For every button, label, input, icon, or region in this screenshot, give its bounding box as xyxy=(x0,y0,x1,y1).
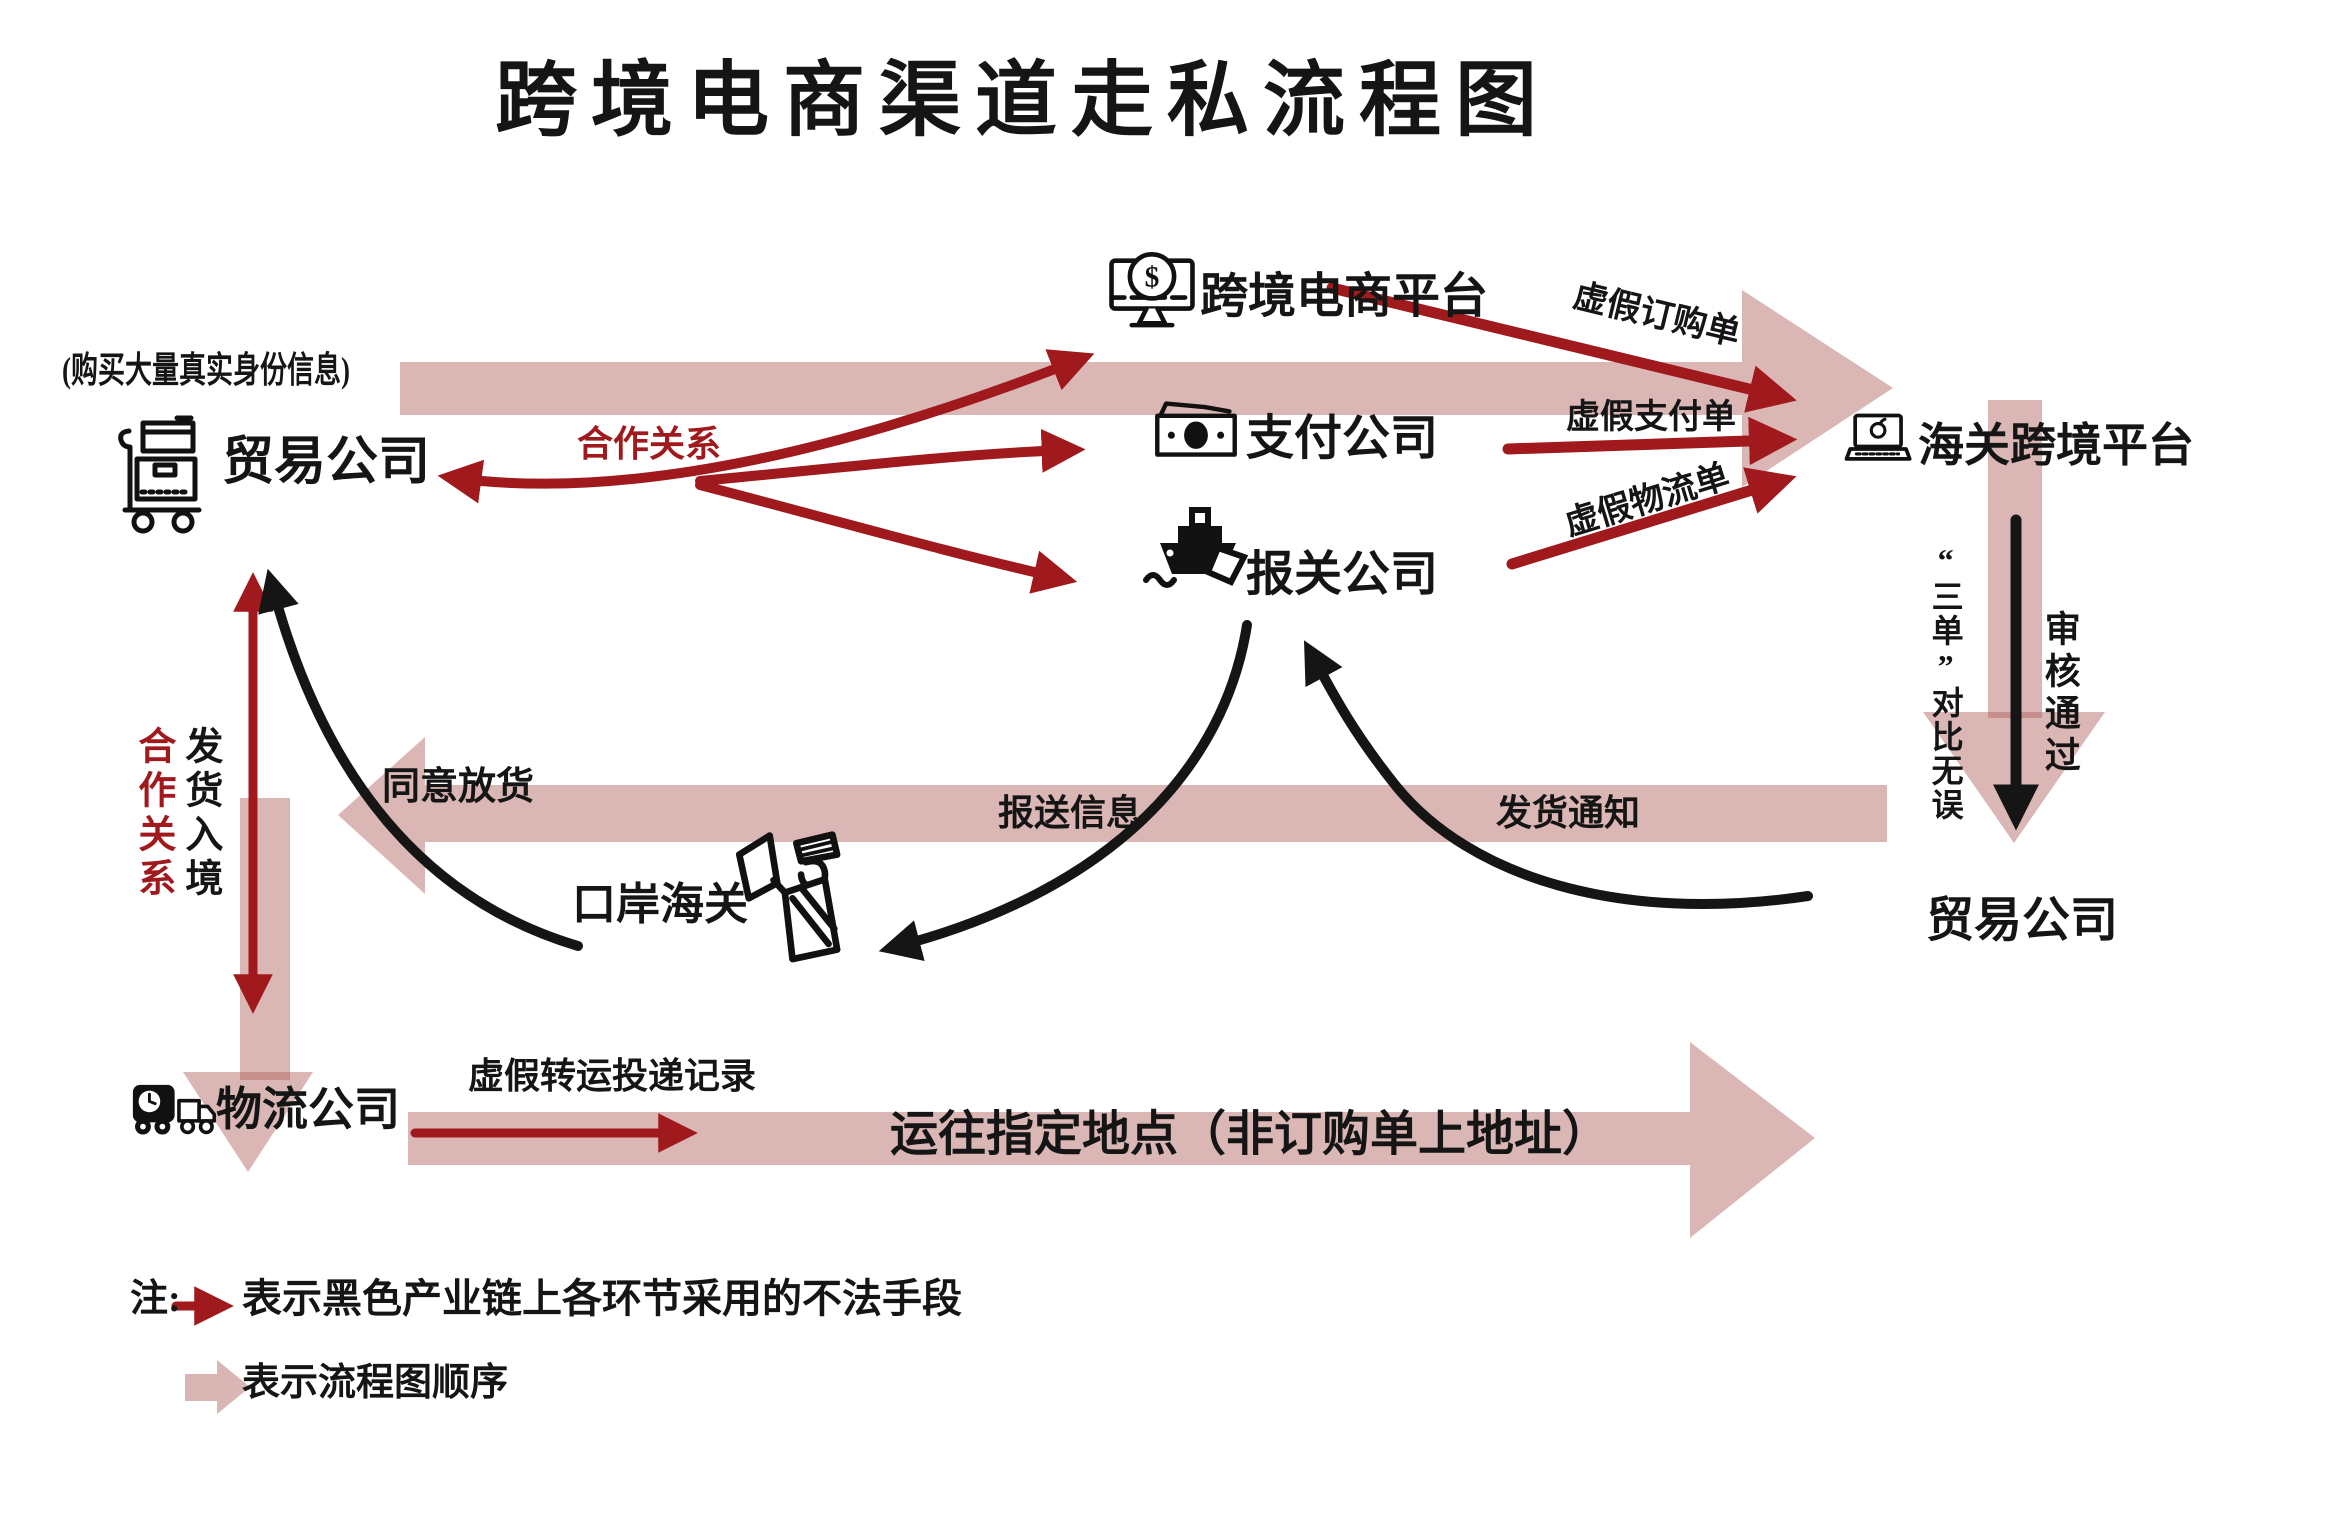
node-port-customs: 口岸海关 xyxy=(572,880,748,929)
fake-logistics-arrow xyxy=(1506,467,1797,570)
node-logistics-company: 物流公司 xyxy=(216,1084,400,1135)
release-goods-arrow xyxy=(258,568,583,951)
customs-platform-laptop-icon xyxy=(1844,413,1912,461)
dollar-glyph: $ xyxy=(1145,261,1160,293)
node-ecommerce-platform: 跨境电商平台 xyxy=(1200,270,1489,323)
edge-label-ship-entry: 发货入境 xyxy=(178,726,221,902)
cooperation-arrow-payment xyxy=(695,428,1086,486)
edge-label-shipping-notice: 发货通知 xyxy=(1496,793,1641,833)
legend-note-label: 注: xyxy=(130,1278,181,1320)
illegal-arrows xyxy=(171,282,1798,1326)
report-info-arrow xyxy=(878,620,1252,961)
node-trade-company-top: 贸易公司 xyxy=(222,434,431,491)
node-payment-company: 支付公司 xyxy=(1246,412,1439,465)
fake-payment-arrow xyxy=(1502,416,1798,466)
edge-label-release-goods: 同意放货 xyxy=(382,766,535,808)
cooperation-arrow-platform xyxy=(437,349,1095,504)
ecommerce-monitor-dollar-icon: $ xyxy=(1109,251,1195,328)
node-destination: 运往指定地点（非订购单上地址） xyxy=(890,1108,1611,1161)
legend-pink-arrow xyxy=(185,1360,250,1414)
edge-label-review-passed: 审核通过 xyxy=(2039,610,2080,778)
legend-flow-order-desc: 表示流程图顺序 xyxy=(242,1362,509,1404)
identity-purchase-note: (购买大量真实身份信息) xyxy=(62,350,350,390)
edge-label-cooperation: 合作关系 xyxy=(577,424,722,464)
port-customs-officer-icon xyxy=(735,831,841,963)
fake-order-arrow xyxy=(1326,282,1797,413)
flow-band-delivery-right xyxy=(408,1042,1815,1238)
edge-label-three-docs-check: “三单”对比无误 xyxy=(1927,542,1964,822)
shipping-notice-arrow xyxy=(1304,640,1813,910)
trade-company-cart-icon xyxy=(118,415,202,534)
edge-label-report-info: 报送信息 xyxy=(998,793,1143,833)
logistics-truck-clock-icon xyxy=(132,1084,217,1135)
customs-broker-ship-icon xyxy=(1143,507,1249,588)
process-arrows xyxy=(258,514,2040,961)
legend-illegal-means-desc: 表示黑色产业链上各环节采用的不法手段 xyxy=(242,1276,962,1321)
payment-banknote-icon xyxy=(1155,401,1237,457)
edge-label-fake-payment: 虚假支付单 xyxy=(1566,399,1736,436)
node-customs-broker: 报关公司 xyxy=(1246,548,1439,601)
diagram-title: 跨境电商渠道走私流程图 xyxy=(495,55,1552,146)
edge-label-cooperation-left: 合作关系 xyxy=(131,726,174,902)
cooperation-arrow-broker xyxy=(695,480,1078,594)
node-trade-company-overseas: 贸易公司 xyxy=(1926,894,2119,947)
node-customs-platform: 海关跨境平台 xyxy=(1918,420,2194,471)
edge-label-fake-transfer-record: 虚假转运投递记录 xyxy=(468,1056,757,1096)
